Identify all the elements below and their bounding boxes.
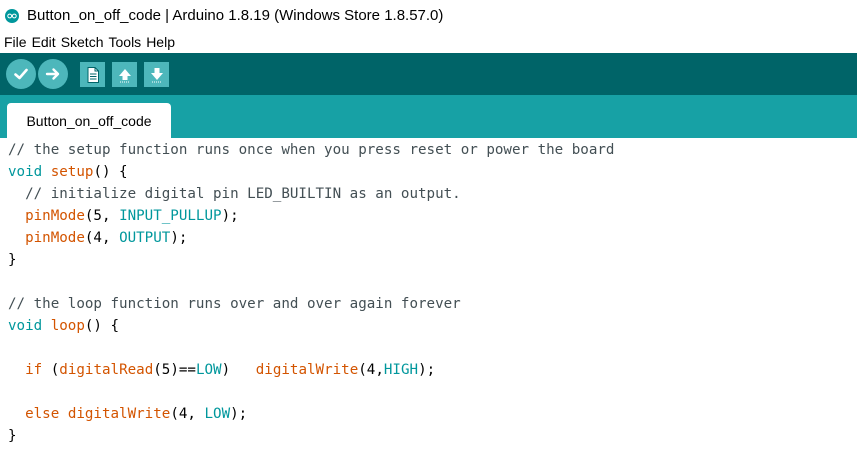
code-line: pinMode(4, OUTPUT); — [8, 227, 187, 249]
arrow-right-icon — [45, 68, 60, 80]
code-text: ); — [221, 208, 239, 224]
arduino-logo-icon — [5, 8, 19, 23]
code-text: ); — [170, 230, 188, 246]
code-text — [8, 362, 25, 378]
arrow-up-icon — [118, 68, 131, 82]
checkmark-icon — [14, 68, 28, 80]
code-text: ); — [418, 362, 436, 378]
menu-bar: File Edit Sketch Tools Help — [0, 31, 857, 53]
code-function: digitalRead — [59, 362, 154, 378]
code-line: else digitalWrite(4, LOW); — [8, 403, 247, 425]
code-text: (4, — [170, 406, 205, 422]
code-line: } — [8, 249, 17, 271]
menu-tools[interactable]: Tools — [108, 34, 142, 50]
code-line: if (digitalRead(5)==LOW) digitalWrite(4,… — [8, 359, 435, 381]
code-line: // the loop function runs over and over … — [8, 293, 461, 315]
code-function: digitalWrite — [255, 362, 359, 378]
code-function: loop — [50, 318, 85, 334]
toolbar — [0, 53, 857, 95]
tab-bar: Button_on_off_code — [0, 95, 857, 138]
code-text — [8, 208, 25, 224]
code-editor[interactable]: // the setup function runs once when you… — [0, 138, 857, 452]
code-comment: // the loop function runs over and over … — [8, 296, 461, 312]
code-text: (5)== — [153, 362, 196, 378]
code-line: void setup() { — [8, 161, 128, 183]
save-sketch-button[interactable] — [144, 62, 169, 87]
code-constant: LOW — [204, 406, 231, 422]
open-sketch-button[interactable] — [112, 62, 137, 87]
verify-button[interactable] — [6, 59, 36, 89]
code-function: digitalWrite — [67, 406, 171, 422]
code-keyword: void — [8, 164, 43, 180]
code-text: ) — [221, 362, 256, 378]
code-text: ); — [230, 406, 248, 422]
code-line: // the setup function runs once when you… — [8, 139, 614, 161]
new-sketch-button[interactable] — [80, 62, 105, 87]
code-function: setup — [50, 164, 94, 180]
tab-button-on-off-code[interactable]: Button_on_off_code — [7, 103, 171, 138]
code-keyword: void — [8, 318, 43, 334]
code-text — [59, 406, 68, 422]
code-line: // initialize digital pin LED_BUILTIN as… — [8, 183, 461, 205]
code-text: (4, — [358, 362, 384, 378]
code-constant: HIGH — [383, 362, 419, 378]
code-constant: LOW — [195, 362, 222, 378]
menu-file[interactable]: File — [4, 34, 27, 50]
code-text: (5, — [84, 208, 120, 224]
code-function: pinMode — [25, 208, 85, 224]
title-bar: Button_on_off_code | Arduino 1.8.19 (Win… — [0, 0, 857, 31]
code-function: pinMode — [25, 230, 85, 246]
code-text: } — [8, 428, 17, 444]
code-comment: // the setup function runs once when you… — [8, 142, 615, 158]
code-text — [8, 406, 25, 422]
menu-sketch[interactable]: Sketch — [60, 34, 104, 50]
code-text: () { — [93, 164, 128, 180]
code-text: (4, — [84, 230, 120, 246]
code-line: pinMode(5, INPUT_PULLUP); — [8, 205, 239, 227]
code-constant: OUTPUT — [119, 230, 171, 246]
code-function: else — [25, 406, 60, 422]
code-line: } — [8, 425, 17, 447]
code-constant: INPUT_PULLUP — [119, 208, 222, 224]
code-text — [8, 230, 25, 246]
document-icon — [87, 66, 99, 83]
code-text — [8, 186, 25, 202]
window-title: Button_on_off_code | Arduino 1.8.19 (Win… — [27, 7, 444, 24]
code-text — [42, 318, 51, 334]
code-text: () { — [84, 318, 120, 334]
arrow-down-icon — [150, 67, 163, 82]
upload-button[interactable] — [38, 59, 68, 89]
code-text: ( — [42, 362, 60, 378]
code-comment: // initialize digital pin LED_BUILTIN as… — [25, 186, 461, 202]
code-function: if — [25, 362, 43, 378]
menu-edit[interactable]: Edit — [31, 34, 56, 50]
code-text: } — [8, 252, 17, 268]
menu-help[interactable]: Help — [146, 34, 175, 50]
code-text — [42, 164, 51, 180]
code-line: void loop() { — [8, 315, 119, 337]
tab-label: Button_on_off_code — [26, 112, 152, 129]
